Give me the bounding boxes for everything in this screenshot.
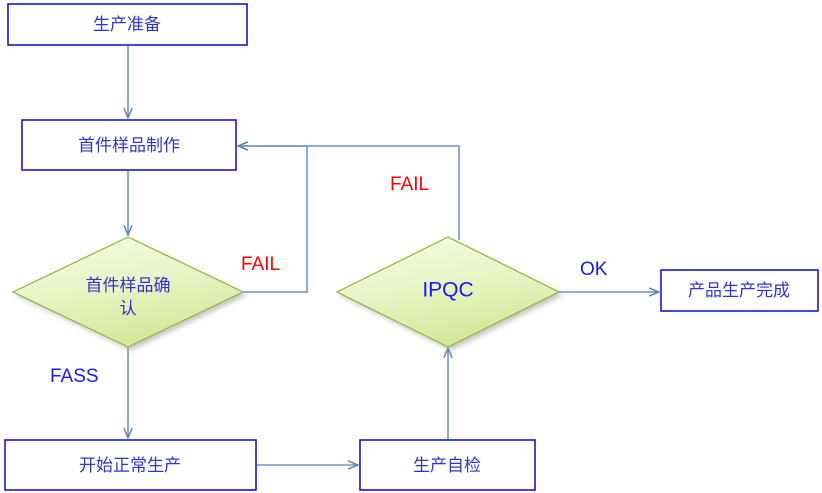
decision-shape-ipqc [335, 236, 561, 348]
connector-layer [128, 45, 659, 465]
node-label-prep: 生产准备 [93, 15, 161, 35]
edge-label-confirm-fail: FAIL [241, 254, 280, 275]
decision-shape-first-sample-confirm [11, 236, 245, 348]
node-label-self-inspection: 生产自检 [413, 456, 481, 476]
node-label-ipqc: IPQC [422, 279, 473, 302]
node-production-done[interactable]: 产品生产完成 [660, 269, 819, 312]
node-self-inspection[interactable]: 生产自检 [359, 439, 536, 491]
node-label-first-sample-make: 首件样品制作 [78, 136, 180, 156]
process-shape-prep [7, 3, 248, 46]
edge-label-confirm-pass: FASS [50, 366, 99, 387]
node-label-first-sample-confirm-line2: 认 [120, 299, 137, 319]
node-label-first-sample-confirm-line1: 首件样品确 [86, 276, 171, 296]
node-label-start-normal-production: 开始正常生产 [79, 456, 181, 476]
node-start-normal-production[interactable]: 开始正常生产 [4, 439, 257, 491]
process-shape-first-sample-make [21, 119, 237, 171]
node-ipqc[interactable]: IPQC [335, 236, 561, 348]
process-shape-production-done [660, 269, 819, 312]
node-first-sample-make[interactable]: 首件样品制作 [21, 119, 237, 171]
node-prep[interactable]: 生产准备 [7, 3, 248, 46]
process-shape-self-inspection [359, 439, 536, 491]
edge-label-ipqc-fail: FAIL [390, 174, 429, 195]
process-shape-start-normal-production [4, 439, 257, 491]
node-label-production-done: 产品生产完成 [688, 281, 790, 301]
edge-label-ipqc-ok: OK [580, 259, 608, 280]
edge-label-layer: FAIL FASS FAIL OK [50, 174, 608, 387]
node-first-sample-confirm[interactable]: 首件样品确 认 [11, 236, 245, 348]
edge-ipqc-fail-to-make [238, 146, 460, 240]
